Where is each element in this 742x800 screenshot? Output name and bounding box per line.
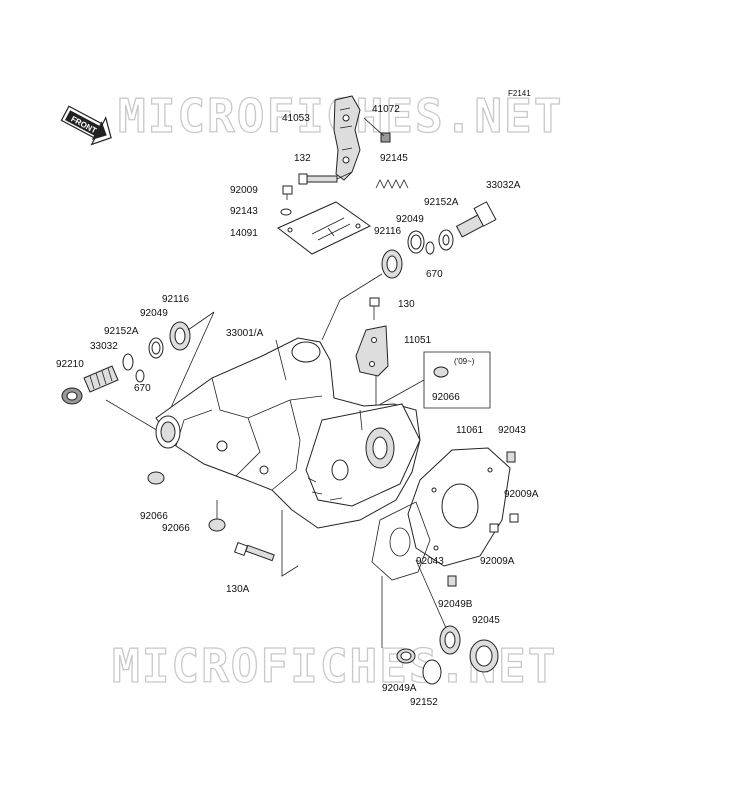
label-92152: 92152: [410, 697, 438, 708]
label-132: 132: [294, 153, 311, 164]
label-130A: 130A: [226, 584, 250, 595]
label-92049-right: 92049: [396, 214, 424, 225]
oring-670-right: [425, 241, 435, 255]
label-92049A: 92049A: [382, 683, 417, 694]
bolt-130A: [233, 541, 275, 562]
label-130: 130: [398, 299, 415, 310]
label-33032: 33032: [90, 341, 118, 352]
label-92045: 92045: [472, 615, 500, 626]
label-92116-left: 92116: [162, 294, 190, 305]
cover-11061: [407, 447, 511, 567]
sleeve-92152: [422, 659, 442, 685]
label-92049B: 92049B: [438, 599, 473, 610]
label-41072: 41072: [372, 104, 400, 115]
shaft-33032: [83, 365, 119, 393]
bolt-92009A-a: [509, 513, 519, 523]
label-14091: 14091: [230, 228, 258, 239]
cap-92066-a: [147, 471, 165, 485]
label-92009A-b: 92009A: [480, 556, 515, 567]
label-92043-a: 92043: [498, 425, 526, 436]
inset-note: ('09~): [454, 357, 475, 366]
label-11051: 11051: [404, 335, 432, 346]
bracket-11051: [355, 325, 389, 377]
figure-code: F2141: [508, 89, 531, 98]
label-670-right: 670: [426, 269, 443, 280]
label-33032A: 33032A: [486, 180, 521, 191]
gasket: [371, 501, 431, 581]
bolt-130: [369, 297, 380, 320]
label-11061: 11061: [456, 425, 484, 436]
label-92210: 92210: [56, 359, 84, 370]
label-92143: 92143: [230, 206, 258, 217]
bolt-92009A-b: [489, 523, 499, 533]
cap-92066-b: [208, 518, 226, 532]
label-92066-b: 92066: [162, 523, 190, 534]
label-92043-b: 92043: [416, 556, 444, 567]
nut-92210: [61, 387, 83, 405]
nut-41072: [380, 132, 391, 143]
shaft-33032A: [455, 201, 497, 238]
front-arrow-icon: FRONT: [60, 105, 112, 146]
oring-670-left: [135, 369, 145, 383]
label-92116-right: 92116: [374, 226, 402, 237]
bolt-132: [298, 173, 338, 185]
washer-92143: [280, 208, 292, 216]
pin-92043-a: [506, 451, 516, 463]
label-92152A-right: 92152A: [424, 197, 459, 208]
label-41053: 41053: [282, 113, 310, 124]
pin-92043-b: [447, 575, 457, 587]
label-92145: 92145: [380, 153, 408, 164]
label-92009: 92009: [230, 185, 258, 196]
seal-92152A-left: [122, 353, 134, 371]
label-670-left: 670: [134, 383, 151, 394]
plate-14091: [277, 201, 371, 255]
label-92049-left: 92049: [140, 308, 168, 319]
bracket-41053: [333, 95, 361, 181]
label-92152A-left: 92152A: [104, 326, 139, 337]
cap-92066-inset: [433, 366, 449, 378]
label-92066-a: 92066: [140, 511, 168, 522]
housing-33001A: [155, 337, 421, 529]
spring-92145: [375, 179, 409, 189]
bolt-92009: [282, 185, 293, 200]
label-92066-inset: 92066: [432, 392, 460, 403]
label-92009A-a: 92009A: [504, 489, 539, 500]
label-33001A: 33001/A: [226, 328, 264, 339]
